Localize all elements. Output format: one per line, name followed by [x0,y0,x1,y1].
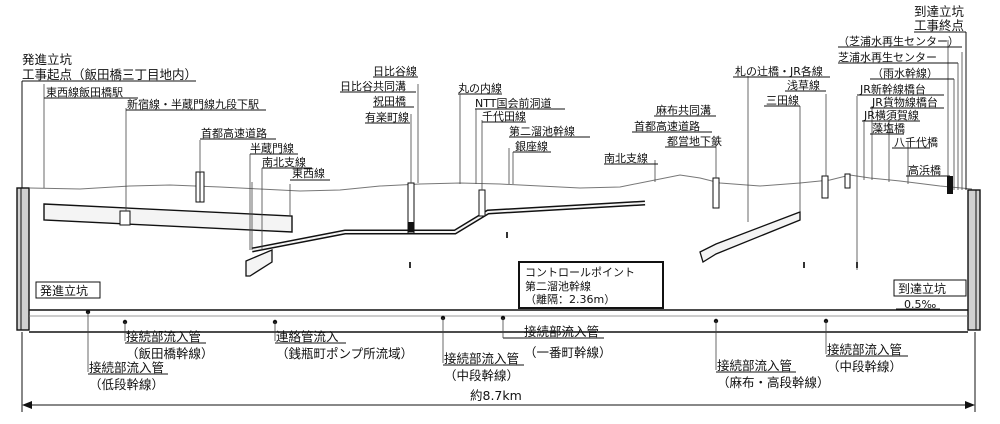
label-shibaura-center: 芝浦水再生センター [838,50,937,64]
end-shaft-label: 到達立坑 [898,281,946,296]
control-point-line3: （離隔：2.36m） [525,292,615,306]
label-takahama: 高浜橋 [908,163,941,177]
control-point-line1: コントロールポイント [525,266,635,279]
asakusa-line-box [699,211,801,263]
label-hanzomon: 半蔵門線 [250,141,294,155]
nanboku-box-1 [245,249,273,277]
c7-line1: 接続部流入管 [827,342,902,357]
label-shibaura-center-paren: （芝浦水再生センター） [838,34,959,48]
c2-line1: 接続部流入管 [126,329,201,344]
shinjuku-line-pier [119,210,131,226]
jr-pier [844,173,851,189]
label-iwaibashi: 祝田橋 [373,94,406,108]
end-title-line1: 到達立坑 [914,4,965,19]
start-title-line2: 工事起点（飯田橋三丁目地内） [22,67,197,82]
total-length-dimension [21,332,976,412]
control-point-box [518,261,664,309]
label-amamizu: （雨水幹線） [872,66,938,80]
c1-line2: （低段幹線） [89,377,164,392]
c5-line1: 接続部流入管 [524,324,599,339]
total-length-label: 約8.7km [470,388,522,403]
ground-surface-line [29,174,973,192]
start-title-line1: 発進立坑 [22,52,73,67]
label-chiyoda: 千代田線 [482,109,526,123]
tozai-line-box-1 [43,203,293,233]
label-fudanotsuji: 札の辻橋・JR各線 [735,64,823,78]
c6-line2: （麻布・高段幹線） [717,375,830,390]
leader-lines [43,40,963,270]
label-mita: 三田線 [766,93,799,107]
c7-line2: （中段幹線） [827,359,902,374]
connection-leaders [87,312,827,372]
label-dai2-tamaike: 第二溜池幹線 [509,124,575,138]
label-jr-shinkansen: JR新幹線橋台 [859,82,926,96]
label-marunouchi: 丸の内線 [458,81,502,95]
start-shaft-label: 発進立坑 [40,283,88,298]
label-ginza: 銀座線 [515,139,548,153]
label-toei: 都営地下鉄 [667,134,722,148]
c4-line2: （中段幹線） [444,368,519,383]
label-shuto-2: 首都高速道路 [634,119,700,133]
takahama-pier [947,176,953,194]
toei-pier [712,177,720,209]
start-shaft [16,187,30,331]
label-yurakucho: 有楽町線 [365,110,409,124]
label-nanboku-1: 南北支線 [262,155,306,169]
label-asakusa: 浅草線 [787,78,820,92]
label-shuto-1: 首都高速道路 [201,126,267,140]
c4-line1: 接続部流入管 [444,351,519,366]
tozai-line-tunnel-2 [251,200,646,253]
c3-line1: 連絡管流入 [276,329,339,344]
c6-line1: 接続部流入管 [717,358,792,373]
end-title-line2: 工事終点 [914,18,964,33]
connection-dots [85,309,829,325]
label-hibiya-kyodo: 日比谷共同溝 [340,80,406,93]
label-tozai: 東西線 [292,166,325,180]
c5-line2: （一番町幹線） [524,345,612,360]
label-yachiyo: 八千代橋 [894,135,938,149]
ground-markers [409,232,858,268]
end-shaft [967,189,981,331]
c1-line1: 接続部流入管 [89,360,164,375]
label-jr-yokosuka: JR横須賀線 [863,108,919,122]
label-azabu-kyodo: 麻布共同溝 [656,103,711,117]
chiyoda-pier [478,189,486,217]
mita-pier [821,175,829,199]
label-tozai-iidabashi: 東西線飯田橋駅 [46,85,123,99]
c3-line2: （銭瓶町ポンプ所流域） [276,346,413,361]
label-jr-kamotsu: JR貨物線橋台 [871,95,938,109]
main-tunnel [29,309,968,333]
control-point-line2: 第二溜池幹線 [525,279,591,293]
label-nanboku-2: 南北支線 [604,151,648,165]
label-ntt: NTT国会前洞道 [475,96,551,110]
gradient-label: 0.5‰ [904,298,936,311]
label-moshio: 藻塩橋 [872,121,905,135]
c2-line2: （飯田橋幹線） [126,346,214,361]
label-hibiya: 日比谷線 [373,64,417,78]
label-shinjuku-hanzomon: 新宿線・半蔵門線九段下駅 [127,97,259,111]
